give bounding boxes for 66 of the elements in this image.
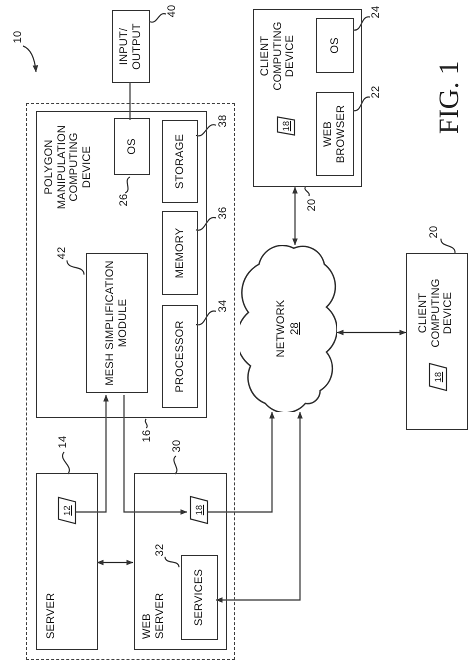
reference-numeral: 34 xyxy=(217,297,230,315)
reference-numeral: 20 xyxy=(306,196,319,214)
leader-line xyxy=(124,176,130,194)
reference-numeral: 40 xyxy=(166,2,179,20)
leader-line xyxy=(440,238,456,254)
component-box: MEMORY xyxy=(162,211,198,295)
arrow xyxy=(75,394,109,513)
reference-numeral: 36 xyxy=(217,204,230,222)
reference-numeral: 16 xyxy=(141,427,154,445)
arrow xyxy=(336,330,406,336)
arrow xyxy=(216,412,303,603)
reference-numeral: 24 xyxy=(370,3,383,21)
leader-line xyxy=(352,96,370,112)
leader-line xyxy=(352,16,370,31)
box-heading: CLIENT COMPUTING DEVICE xyxy=(259,20,297,93)
reference-numeral: 38 xyxy=(217,112,230,130)
component-box: OS xyxy=(114,118,150,175)
leader-line xyxy=(164,556,180,568)
leader-line xyxy=(173,456,178,474)
arrow xyxy=(96,560,134,566)
reference-numeral: 22 xyxy=(370,83,383,101)
system-boundary-box xyxy=(26,103,235,660)
component-box xyxy=(253,9,362,187)
arrow xyxy=(123,395,188,515)
connector-line xyxy=(129,83,131,120)
leader-arrow xyxy=(22,45,38,72)
document-tag: 18 xyxy=(276,116,296,136)
component-box: STORAGE xyxy=(162,120,198,203)
component-box xyxy=(406,253,468,430)
reference-numeral: 32 xyxy=(154,541,167,559)
figure-caption: FIG. 1 xyxy=(434,60,466,134)
cloud-label: NETWORK xyxy=(275,300,288,358)
box-heading: SERVER xyxy=(45,592,58,639)
component-box: INPUT/ OUTPUT xyxy=(112,10,150,83)
reference-numeral: 10 xyxy=(12,28,25,46)
component-box: MESH SIMPLIFICATION MODULE xyxy=(86,253,148,393)
box-heading: CLIENT COMPUTING DEVICE xyxy=(417,277,455,350)
component-box xyxy=(134,473,227,650)
component-box xyxy=(36,473,98,650)
arrow xyxy=(207,412,275,513)
document-tag: 18 xyxy=(189,495,209,525)
reference-numeral: 28 xyxy=(288,322,302,335)
component-box xyxy=(36,111,207,418)
arrow xyxy=(292,186,298,246)
leader-line xyxy=(150,13,166,23)
component-box: SERVICES xyxy=(181,555,218,640)
box-heading: POLYGON MANIPULATION COMPUTING DEVICE xyxy=(43,124,94,212)
leader-line xyxy=(144,418,148,428)
reference-numeral: 20 xyxy=(428,223,441,241)
reference-numeral: 26 xyxy=(118,191,131,209)
component-box: PROCESSOR xyxy=(162,305,198,408)
document-tag: 12 xyxy=(57,496,77,525)
document-tag: 18 xyxy=(428,362,448,392)
leader-line xyxy=(196,310,216,326)
leader-line xyxy=(304,186,310,196)
leader-line xyxy=(66,260,85,275)
component-box: OS xyxy=(316,18,354,73)
reference-numeral: 42 xyxy=(56,244,69,262)
leader-line xyxy=(196,124,216,136)
leader-line xyxy=(62,452,70,474)
box-heading: WEB SERVER xyxy=(141,592,166,639)
leader-line xyxy=(196,216,216,231)
network-cloud xyxy=(240,245,337,412)
component-box: WEB BROWSER xyxy=(316,92,354,176)
reference-numeral: 30 xyxy=(171,437,184,455)
reference-numeral: 14 xyxy=(57,433,70,451)
